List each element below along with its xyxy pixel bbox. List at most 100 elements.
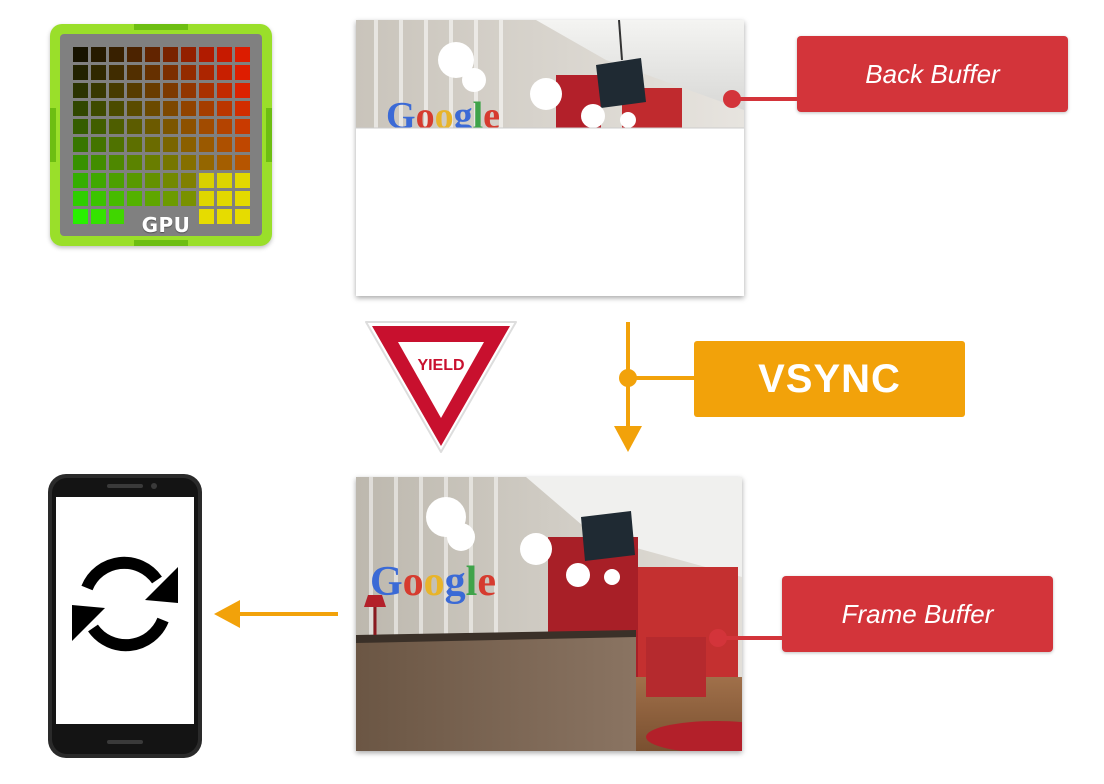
gpu-core-cell (235, 209, 250, 224)
gpu-core-cell (73, 173, 88, 188)
gpu-core-cell (127, 137, 142, 152)
gpu-core-cell (217, 155, 232, 170)
gpu-core-cell (199, 47, 214, 62)
back-buffer-image: Google (356, 20, 744, 296)
svg-text:Google: Google (386, 95, 500, 137)
gpu-core-cell (199, 155, 214, 170)
frame-buffer-label: Frame Buffer (782, 576, 1053, 652)
back-buffer-label: Back Buffer (797, 36, 1068, 112)
gpu-core-cell (217, 209, 232, 224)
gpu-core-cell (163, 155, 178, 170)
gpu-core-cell (163, 101, 178, 116)
gpu-core-cell (109, 83, 124, 98)
gpu-core-cell (217, 83, 232, 98)
gpu-core-cell (109, 155, 124, 170)
gpu-core-cell (127, 191, 142, 206)
gpu-core-cell (217, 47, 232, 62)
gpu-core-cell (181, 65, 196, 80)
gpu-core-cell (235, 83, 250, 98)
gpu-core-cell (181, 137, 196, 152)
gpu-core-cell (109, 47, 124, 62)
gpu-core-cell (181, 101, 196, 116)
gpu-core-cell (73, 191, 88, 206)
gpu-core-cell (145, 65, 160, 80)
gpu-core-cell (91, 47, 106, 62)
gpu-core-cell (199, 65, 214, 80)
gpu-core-cell (145, 101, 160, 116)
vsync-arrow (614, 322, 694, 452)
gpu-core-cell (109, 65, 124, 80)
gpu-core-cell (163, 173, 178, 188)
vsync-label: VSYNC (694, 341, 965, 417)
gpu-core-cell (217, 65, 232, 80)
gpu-core-cell (217, 191, 232, 206)
gpu-core-cell (91, 173, 106, 188)
gpu-core-cell (217, 119, 232, 134)
gpu-core-cell (127, 47, 142, 62)
gpu-core-cell (217, 101, 232, 116)
gpu-core-cell (163, 191, 178, 206)
gpu-core-cell (91, 83, 106, 98)
gpu-core-cell (163, 137, 178, 152)
gpu-core-cell (199, 101, 214, 116)
gpu-core-cell (145, 137, 160, 152)
gpu-core-cell (199, 173, 214, 188)
sync-icon (81, 556, 169, 652)
gpu-core-cell (181, 119, 196, 134)
gpu-core-cell (73, 137, 88, 152)
gpu-core-cell (199, 191, 214, 206)
gpu-core-cell (73, 119, 88, 134)
gpu-core-cell (127, 173, 142, 188)
gpu-core-cell (73, 155, 88, 170)
gpu-core-cell (199, 119, 214, 134)
gpu-core-cell (145, 47, 160, 62)
gpu-core-cell (235, 101, 250, 116)
gpu-core-cell (73, 65, 88, 80)
gpu-core-cell (217, 173, 232, 188)
gpu-core-cell (145, 119, 160, 134)
sync-icon-arrowheads (72, 567, 178, 641)
gpu-core-cell (235, 155, 250, 170)
svg-text:Google: Google (370, 559, 496, 605)
gpu-core-cell (163, 47, 178, 62)
frame-buffer-image: Google (356, 477, 742, 751)
gpu-chip-icon: GPU (50, 24, 272, 246)
gpu-core-cell (73, 101, 88, 116)
gpu-core-cell (91, 209, 106, 224)
gpu-core-cell (127, 65, 142, 80)
gpu-core-cell (127, 155, 142, 170)
yield-sign-icon: YIELD (365, 321, 517, 453)
yield-sign-text: YIELD (417, 357, 464, 374)
gpu-core-cell (109, 101, 124, 116)
gpu-core-cell (73, 209, 88, 224)
gpu-core-grid (73, 47, 250, 224)
gpu-core-cell (109, 137, 124, 152)
gpu-core-cell (73, 83, 88, 98)
gpu-core-cell (199, 83, 214, 98)
gpu-core-cell (181, 47, 196, 62)
gpu-core-cell (235, 137, 250, 152)
gpu-core-cell (235, 191, 250, 206)
back-buffer-photo: Google (356, 20, 744, 137)
gpu-core-cell (181, 173, 196, 188)
gpu-core-cell (145, 155, 160, 170)
gpu-core-cell (181, 191, 196, 206)
gpu-label: GPU (141, 213, 191, 237)
gpu-core-cell (163, 83, 178, 98)
frame-buffer-photo: Google (356, 477, 742, 751)
gpu-core-cell (199, 209, 214, 224)
gpu-core-cell (91, 155, 106, 170)
gpu-core-cell (145, 173, 160, 188)
gpu-core-cell (109, 119, 124, 134)
gpu-core-cell (199, 137, 214, 152)
gpu-core-cell (109, 191, 124, 206)
gpu-core-cell (91, 101, 106, 116)
gpu-core-cell (91, 65, 106, 80)
phone-icon (48, 474, 202, 758)
gpu-core-cell (235, 173, 250, 188)
display-arrow (214, 600, 338, 628)
gpu-core-cell (181, 83, 196, 98)
gpu-die: GPU (60, 34, 262, 237)
gpu-core-cell (235, 47, 250, 62)
gpu-core-cell (127, 101, 142, 116)
